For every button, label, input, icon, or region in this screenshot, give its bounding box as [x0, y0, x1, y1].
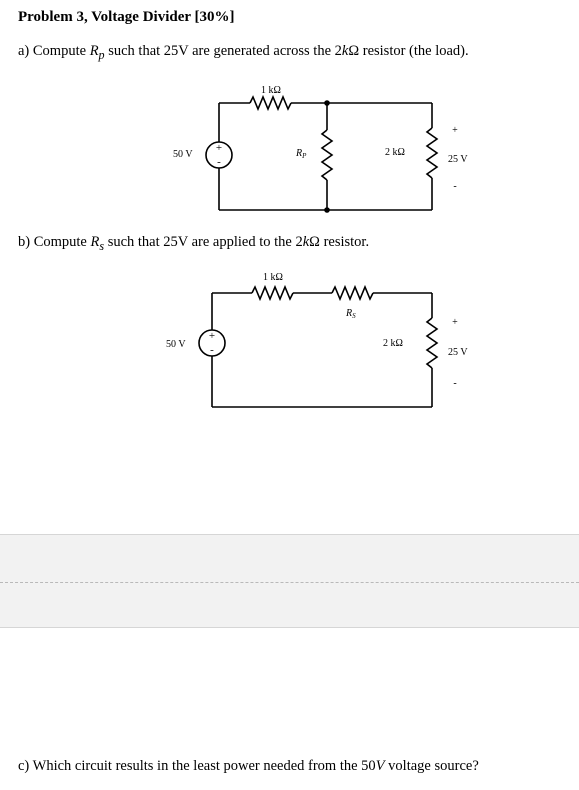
- circuit-b-source-plus: +: [209, 330, 215, 342]
- part-b-omega: Ω: [309, 234, 320, 250]
- circuit-b-source-minus: -: [210, 344, 214, 356]
- circuit-a-rp-resistor: [320, 129, 334, 181]
- answer-band: [0, 582, 579, 628]
- circuit-b-load-minus: -: [453, 378, 456, 389]
- part-a-omega: Ω: [348, 43, 360, 59]
- part-b-k: k: [302, 234, 310, 250]
- part-a-variable-sub: p: [98, 47, 105, 62]
- part-c-prefix: c) Which circuit results in the least po…: [18, 758, 376, 774]
- circuit-b-load-voltage: 25 V: [448, 347, 468, 358]
- circuit-a-source-minus: -: [217, 156, 221, 168]
- circuit-a-source-plus: +: [216, 142, 222, 154]
- circuit-b-diagram: + - 50 V 1 kΩ RS 2 kΩ + 25 V -: [166, 272, 468, 408]
- part-a-prefix: a) Compute: [18, 43, 90, 59]
- part-a-k: k: [341, 43, 349, 59]
- circuit-a-load-plus: +: [452, 125, 458, 136]
- circuit-a-load-resistor: [425, 127, 439, 179]
- circuit-b-source-label: 50 V: [166, 339, 186, 350]
- part-b-prefix: b) Compute: [18, 234, 91, 250]
- part-c-variable: V: [375, 758, 385, 774]
- part-c-question: c) Which circuit results in the least po…: [18, 758, 479, 775]
- circuit-b-load-plus: +: [452, 317, 458, 328]
- circuit-a-load-minus: -: [453, 181, 456, 192]
- circuit-a-source-label: 50 V: [173, 149, 193, 160]
- part-b-variable: R: [90, 234, 100, 250]
- part-a-question: a) Compute Rp such that 25V are generate…: [18, 43, 469, 63]
- circuit-b-series-resistor-label: 1 kΩ: [263, 272, 283, 283]
- circuit-a-series-resistor: [249, 94, 292, 112]
- part-a-middle: such that 25V are generated across the 2: [104, 43, 342, 59]
- circuit-b-series-resistor: [251, 284, 294, 302]
- circuit-b-load-resistor-label: 2 kΩ: [383, 338, 403, 349]
- part-a-suffix: resistor (the load).: [359, 43, 469, 59]
- part-b-question: b) Compute Rs such that 25V are applied …: [18, 234, 369, 254]
- circuit-a-load-resistor-label: 2 kΩ: [385, 147, 405, 158]
- circuit-a-junction: [324, 207, 330, 213]
- part-b-middle: such that 25V are applied to the 2: [104, 234, 303, 250]
- circuit-b-rs-label: RS: [345, 308, 356, 320]
- answer-band: [0, 534, 579, 582]
- circuit-a-diagram: + - 50 V 1 kΩ RP 2 kΩ + 25 V -: [173, 85, 468, 213]
- part-a-variable: R: [89, 43, 99, 59]
- part-b-suffix: resistor.: [319, 234, 370, 250]
- circuit-a-series-resistor-label: 1 kΩ: [261, 85, 281, 96]
- part-b-variable-sub: s: [99, 238, 105, 253]
- circuit-a-load-voltage: 25 V: [448, 154, 468, 165]
- problem-title: Problem 3, Voltage Divider [30%]: [18, 9, 235, 25]
- circuit-b-load-resistor: [425, 317, 439, 369]
- part-c-suffix: voltage source?: [384, 758, 479, 774]
- circuit-b-rs-resistor: [331, 284, 374, 302]
- circuit-a-rp-label: RP: [295, 148, 307, 160]
- circuit-a-junction: [324, 100, 330, 106]
